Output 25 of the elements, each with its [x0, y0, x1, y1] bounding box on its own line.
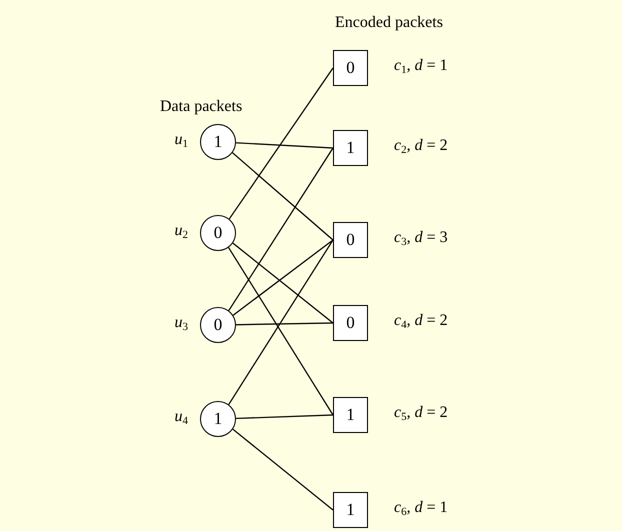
connector-line [228, 148, 334, 311]
packet-label: c$_{6}$, d = 1 [394, 499, 448, 518]
packet-label: u$_{1}$ [174, 131, 188, 150]
connector-line [236, 414, 334, 420]
connector-line [228, 68, 334, 220]
packet-label: u$_{3}$ [174, 314, 188, 333]
group-heading: Encoded packets [335, 14, 443, 32]
packet-box: 1 [333, 397, 368, 433]
packet-label: c$_{1}$, d = 1 [394, 57, 448, 76]
group-heading: Data packets [160, 98, 242, 116]
packet-label: c$_{5}$, d = 2 [394, 404, 448, 423]
packet-label: c$_{3}$, d = 3 [394, 229, 448, 248]
connector-line [232, 152, 334, 240]
packet-label: c$_{4}$, d = 2 [394, 312, 448, 331]
packet-label: u$_{4}$ [174, 408, 188, 427]
packet-label: u$_{2}$ [174, 222, 188, 241]
packet-label: c$_{2}$, d = 2 [394, 137, 448, 156]
packet-box: 0 [333, 222, 368, 258]
packet-box: 0 [333, 305, 368, 341]
packet-box: 1 [333, 130, 368, 166]
connector-line [232, 428, 334, 510]
packet-box: 0 [333, 50, 368, 86]
connector-line [236, 322, 334, 326]
connector-line [236, 142, 334, 149]
packet-box: 1 [333, 492, 368, 528]
